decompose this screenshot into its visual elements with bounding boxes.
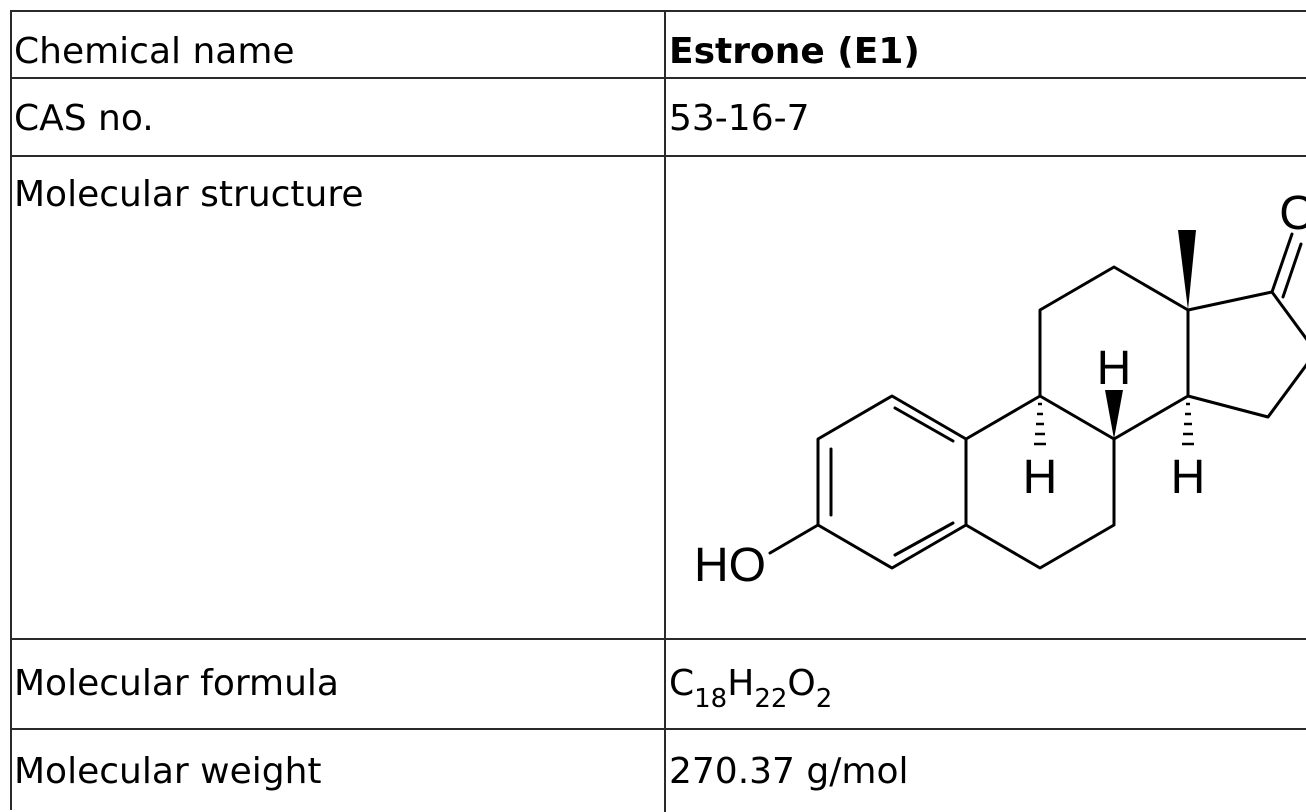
oxygen-atom-label: O <box>1279 187 1306 240</box>
value-cell: 270.37 g/mol <box>666 730 1306 812</box>
chemical-name-value: Estrone (E1) <box>669 31 920 72</box>
value-cell: O HO H H H <box>666 157 1306 638</box>
hydrogen-atom-label: H <box>1097 342 1132 395</box>
row-label: Chemical name <box>14 31 295 72</box>
value-cell: Estrone (E1) <box>666 12 1306 77</box>
formula-subscript: 22 <box>754 684 788 714</box>
value-cell: C18H22O2 <box>666 640 1306 728</box>
estrone-structure-diagram: O HO H H H <box>694 187 1306 592</box>
cas-number-value: 53-16-7 <box>669 98 810 139</box>
formula-subscript: 18 <box>694 684 728 714</box>
formula-element: O <box>787 663 816 704</box>
label-cell: Molecular formula <box>12 640 666 728</box>
chemical-properties-table: Chemical name Estrone (E1) CAS no. 53-16… <box>10 10 1306 812</box>
label-cell: Molecular structure <box>12 157 666 638</box>
hydroxyl-group-label: HO <box>694 539 766 592</box>
table-row-molecular-formula: Molecular formula C18H22O2 <box>12 640 1306 730</box>
table-row-chemical-name: Chemical name Estrone (E1) <box>12 12 1306 79</box>
table-row-cas-no: CAS no. 53-16-7 <box>12 79 1306 157</box>
label-cell: CAS no. <box>12 79 666 155</box>
row-label: Molecular structure <box>14 174 364 215</box>
row-label: CAS no. <box>14 98 154 139</box>
table-row-molecular-structure: Molecular structure <box>12 157 1306 640</box>
molecular-weight-value: 270.37 g/mol <box>669 751 909 792</box>
hydrogen-atom-label: H <box>1023 451 1058 504</box>
hydrogen-atom-label: H <box>1171 451 1206 504</box>
row-label: Molecular formula <box>14 663 339 704</box>
molecular-formula-value: C18H22O2 <box>669 663 832 713</box>
label-cell: Molecular weight <box>12 730 666 812</box>
table-row-molecular-weight: Molecular weight 270.37 g/mol <box>12 730 1306 812</box>
row-label: Molecular weight <box>14 751 322 792</box>
formula-subscript: 2 <box>815 684 833 714</box>
formula-element: H <box>727 663 755 704</box>
label-cell: Chemical name <box>12 12 666 77</box>
value-cell: 53-16-7 <box>666 79 1306 155</box>
formula-element: C <box>669 663 695 704</box>
